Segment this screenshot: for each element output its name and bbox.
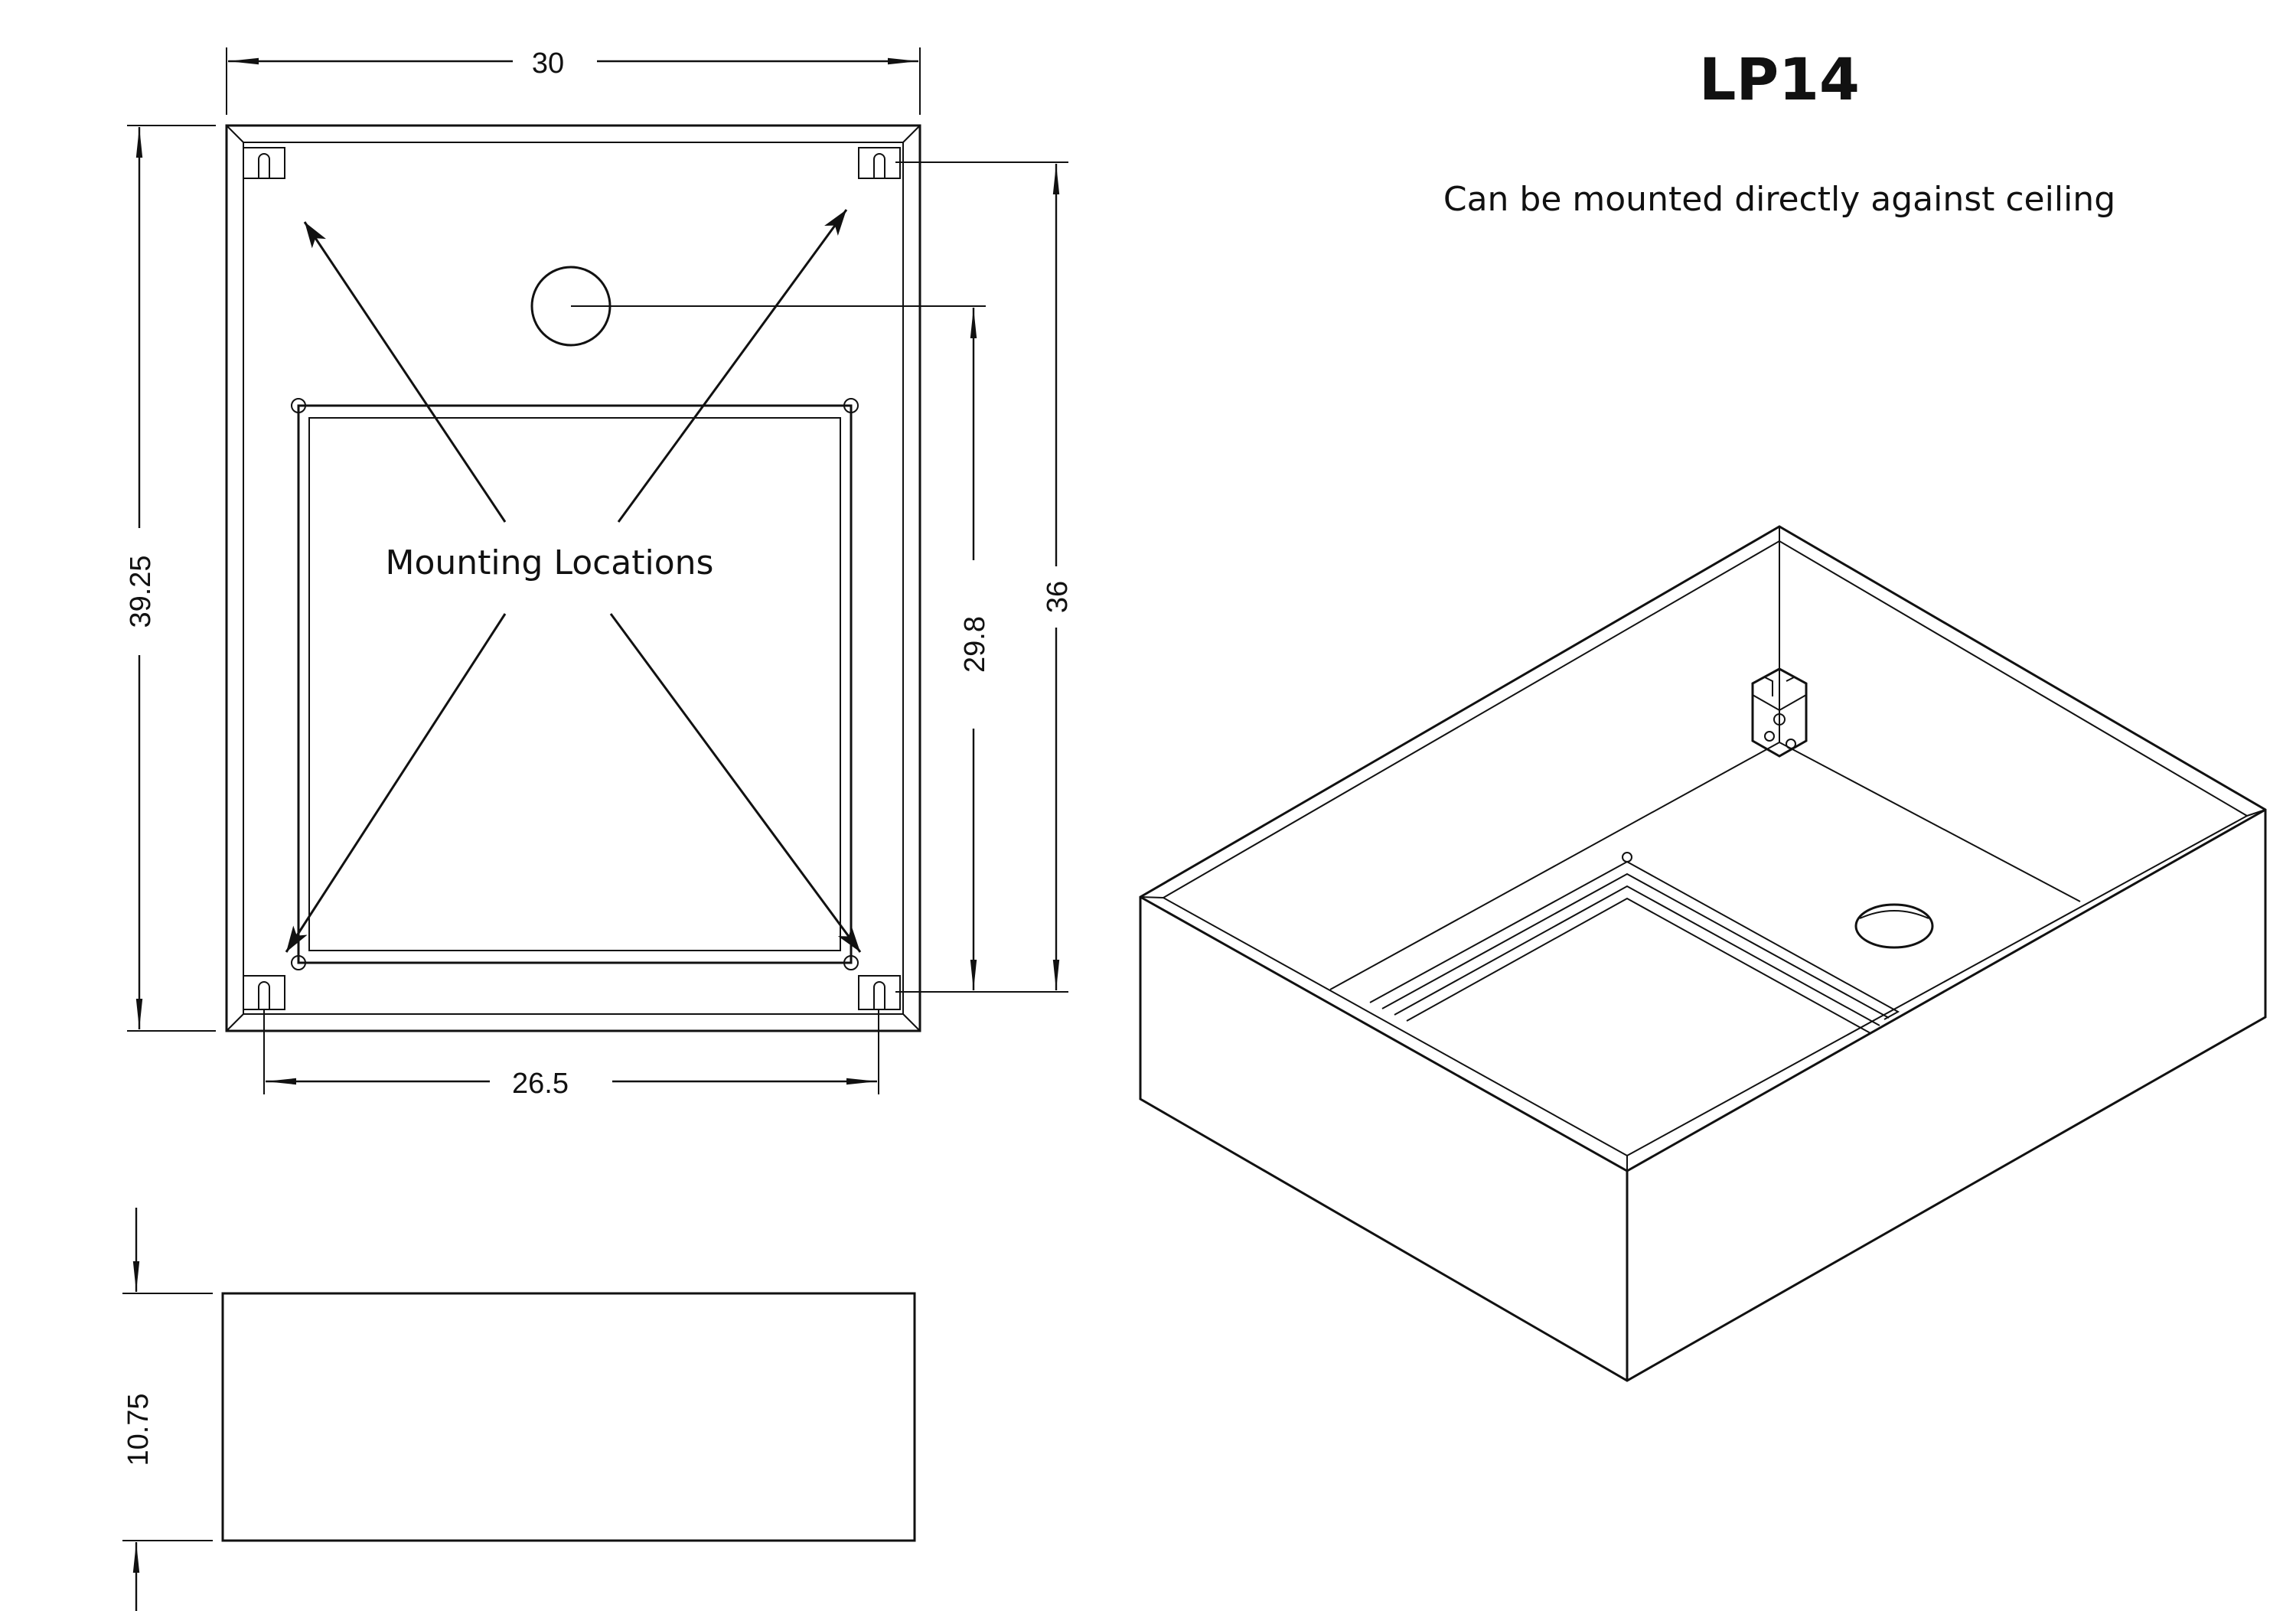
recess-panel-inner [308, 417, 841, 951]
dim-knockout-offset-label: 29.8 [959, 616, 991, 673]
dim-height: 39.25 [125, 125, 216, 1032]
subtitle: Can be mounted directly against ceiling [1443, 180, 2115, 219]
dim-width-label: 30 [532, 47, 564, 80]
plan-outer-frame [225, 124, 921, 1032]
keyhole-bracket-bottom-left [243, 975, 285, 1010]
iso-recess-panel [1369, 852, 1900, 1034]
iso-knockout-hole [1854, 903, 1934, 949]
side-view: 10.75 [122, 1208, 916, 1611]
iso-mounting-bracket [1751, 667, 1808, 758]
side-view-box [221, 1292, 916, 1542]
arrow-top-right [617, 209, 848, 523]
title: LP14 [1699, 45, 1860, 113]
dim-hole-spacing-y-label: 36 [1042, 581, 1074, 613]
dim-knockout-offset: 29.8 [895, 308, 991, 993]
mounting-locations-label: Mounting Locations [386, 543, 714, 582]
plan-inner-frame [243, 142, 904, 1015]
dim-hole-spacing-y: 36 [895, 161, 1074, 993]
dim-depth-label: 10.75 [122, 1393, 155, 1466]
keyhole-bracket-top-right [858, 147, 901, 179]
plan-view: Mounting Locations 30 39.25 26.5 [125, 47, 1074, 1100]
isometric-view [1139, 525, 2267, 1382]
arrow-bottom-left [285, 613, 507, 953]
dim-hole-spacing-x: 26.5 [263, 1010, 879, 1100]
arrow-bottom-right [609, 613, 862, 953]
keyhole-bracket-bottom-right [858, 975, 901, 1010]
dim-width: 30 [226, 47, 921, 115]
dim-height-label: 39.25 [125, 555, 157, 628]
keyhole-bracket-top-left [243, 147, 285, 179]
recess-panel-outer [297, 404, 853, 964]
arrow-top-left [303, 221, 507, 523]
dim-hole-spacing-x-label: 26.5 [512, 1068, 569, 1100]
iso-inner-rim [1161, 540, 2249, 1157]
iso-outer-body [1139, 525, 2267, 1382]
